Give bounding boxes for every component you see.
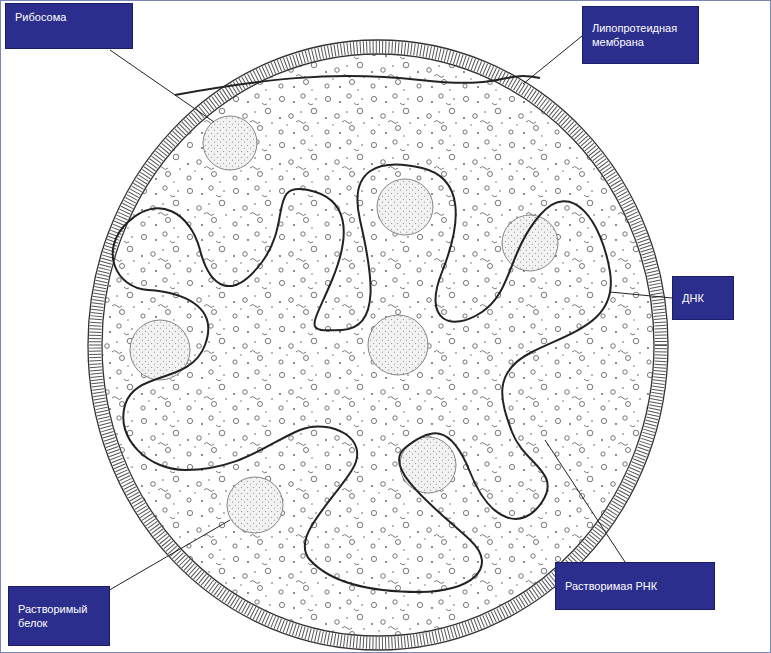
label-box: Липопротеидная мембрана xyxy=(582,6,699,64)
leader-lines xyxy=(106,36,672,592)
part-label: Липопротеидная мембрана xyxy=(592,21,689,50)
part-label: Растворимая РНК xyxy=(565,579,705,593)
dna-strand xyxy=(175,76,540,95)
leader-line xyxy=(545,440,625,562)
ribosome xyxy=(502,215,558,271)
dna-strand xyxy=(113,165,611,592)
part-label: Растворимый белок xyxy=(18,602,100,631)
leader-line xyxy=(106,520,230,592)
leader-line xyxy=(610,292,672,298)
part-label: Рибосома xyxy=(15,10,123,24)
leader-line xyxy=(110,50,214,122)
membrane-hatch xyxy=(95,47,661,643)
label-box: ДНК xyxy=(672,276,734,320)
ribosome xyxy=(227,477,283,533)
cytoplasm xyxy=(102,54,654,636)
label-box: Растворимый белок xyxy=(8,586,110,646)
ribosome xyxy=(203,116,257,170)
label-box: Растворимая РНК xyxy=(555,562,715,610)
part-label: ДНК xyxy=(682,291,724,305)
membrane-outer xyxy=(88,40,668,650)
ribosome xyxy=(377,179,433,235)
ribosome xyxy=(368,315,428,375)
leader-line xyxy=(523,36,582,84)
label-box: Рибосома xyxy=(5,3,133,49)
